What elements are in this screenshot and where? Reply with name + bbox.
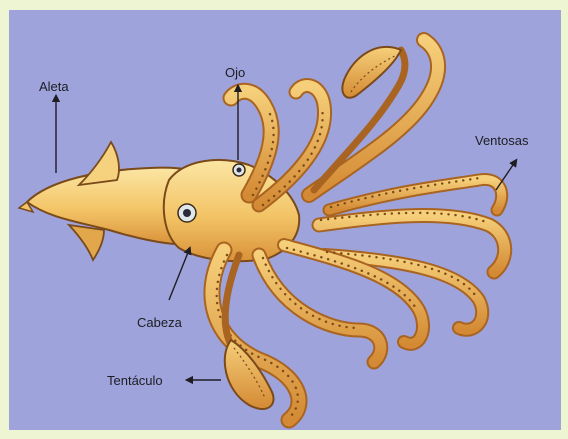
label-aleta: Aleta (39, 80, 69, 93)
diagram-panel: Aleta Ojo Ventosas Cabeza Tentáculo (9, 10, 561, 430)
label-tentaculo: Tentáculo (107, 374, 163, 387)
label-cabeza: Cabeza (137, 316, 182, 329)
label-ventosas: Ventosas (475, 134, 529, 147)
squid-illustration (9, 10, 561, 430)
label-ojo: Ojo (225, 66, 245, 79)
pointer-cabeza (169, 250, 189, 300)
fin (79, 142, 119, 185)
